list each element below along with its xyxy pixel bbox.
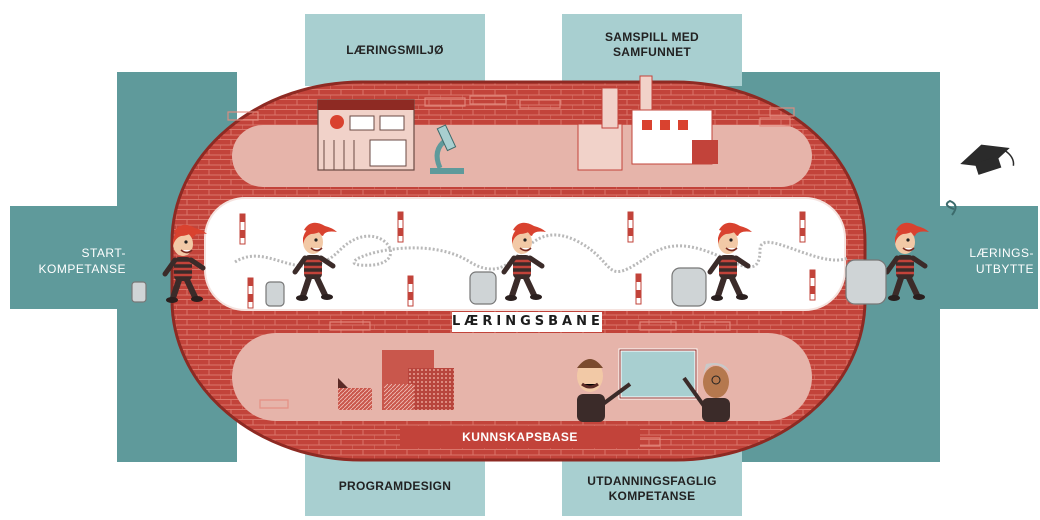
teacher-icon (577, 359, 632, 422)
programdesign-label: PROGRAMDESIGN (338, 479, 452, 493)
kunnskapsbase-band (400, 426, 640, 448)
utdanningsfaglig-label-line2: KOMPETANSE (608, 489, 696, 503)
suitcase-icon (469, 271, 497, 305)
teacher-icon (682, 363, 730, 422)
laeringsutbytte-line2: UTBYTTE (975, 262, 1034, 276)
suitcase-icon (671, 267, 707, 307)
microscope-icon (430, 124, 464, 174)
start-kompetanse-line1: START- (81, 246, 126, 260)
brick-accents (227, 95, 795, 447)
graduation-cap-icon (960, 144, 1015, 175)
laeringsutbytte-line1: LÆRINGS- (969, 246, 1034, 260)
streamer-icon (945, 199, 957, 216)
laeringsbane-label: LÆRINGSBANE (452, 312, 602, 332)
factory-icon (577, 71, 718, 171)
whiteboard-icon (618, 348, 698, 400)
school-building-icon (317, 99, 415, 171)
suitcase-icon (131, 281, 147, 303)
suitcase-icon (265, 281, 285, 307)
samspill-label-line2: SAMFUNNET (612, 45, 692, 59)
suitcase-icon (845, 259, 887, 305)
laeringsmiljo-label: LÆRINGSMILJØ (346, 43, 444, 57)
laeringsmiljo-panel (305, 14, 485, 86)
kunnskapsbase-label: KUNNSKAPSBASE (462, 430, 578, 444)
stacked-blocks-icon (338, 350, 454, 410)
samspill-label-line1: SAMSPILL MED (604, 30, 700, 44)
samspill-panel (562, 14, 742, 86)
start-kompetanse-line2: KOMPETANSE (38, 262, 126, 276)
start-kompetanse-box (10, 206, 145, 309)
laeringsutbytte-box (910, 206, 1038, 309)
utdanningsfaglig-label-line1: UTDANNINGSFAGLIG (587, 474, 717, 488)
lane-poles (239, 211, 816, 309)
